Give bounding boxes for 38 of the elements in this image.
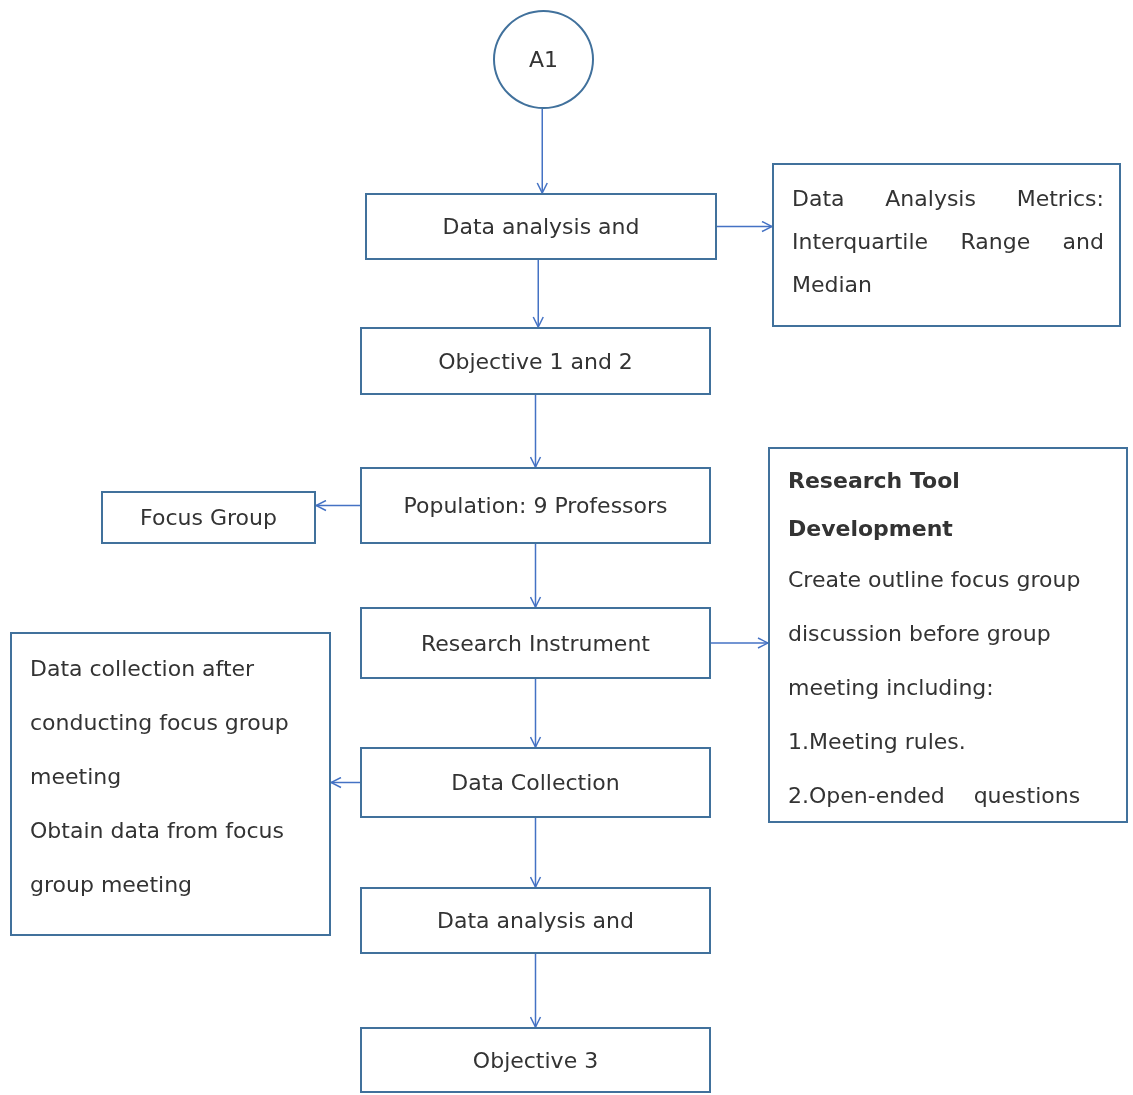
box-text: Create outline focus group discussion before group meeting including: xyxy=(788,566,1082,702)
process-box xyxy=(360,747,711,818)
process-box xyxy=(772,163,1121,327)
arrow xyxy=(529,817,542,888)
process-box xyxy=(360,327,711,395)
arrow xyxy=(532,259,544,328)
process-box xyxy=(365,193,717,260)
process-box xyxy=(360,1027,711,1093)
box-text: Data analysis and xyxy=(442,214,640,239)
process-box xyxy=(101,491,316,544)
arrow xyxy=(330,776,361,789)
arrow xyxy=(710,637,769,649)
box-text: Objective 3 xyxy=(472,1047,599,1073)
arrow xyxy=(529,678,542,748)
arrow xyxy=(529,394,542,468)
arrow xyxy=(529,953,542,1028)
box-text: Research Instrument xyxy=(421,630,650,656)
box-text: A1 xyxy=(528,47,558,72)
arrow xyxy=(536,108,548,194)
process-box xyxy=(360,887,711,954)
box-text: Focus Group xyxy=(140,505,277,530)
box-text: Data Collection xyxy=(451,770,620,795)
box-text: Population: 9 Professors xyxy=(403,493,668,518)
box-text: Data Analysis Metrics: Interquartile Range and Median xyxy=(792,185,1104,299)
process-box xyxy=(768,447,1128,823)
arrow xyxy=(529,543,542,608)
process-box xyxy=(10,632,331,936)
arrow xyxy=(315,499,361,512)
box-text: Data analysis and xyxy=(437,908,634,933)
box-text: Obtain data from focus group meeting xyxy=(30,817,285,899)
box-text: 2.Open-ended questions xyxy=(788,782,1081,810)
process-box xyxy=(360,607,711,679)
box-text: Objective 1 and 2 xyxy=(438,348,633,374)
box-text: 1.Meeting rules. xyxy=(788,728,966,756)
process-box xyxy=(360,467,711,544)
box-heading: Research Tool Development xyxy=(788,467,961,543)
box-text: Data collection after conducting focus group meeting xyxy=(30,655,290,791)
arrow xyxy=(716,220,773,233)
